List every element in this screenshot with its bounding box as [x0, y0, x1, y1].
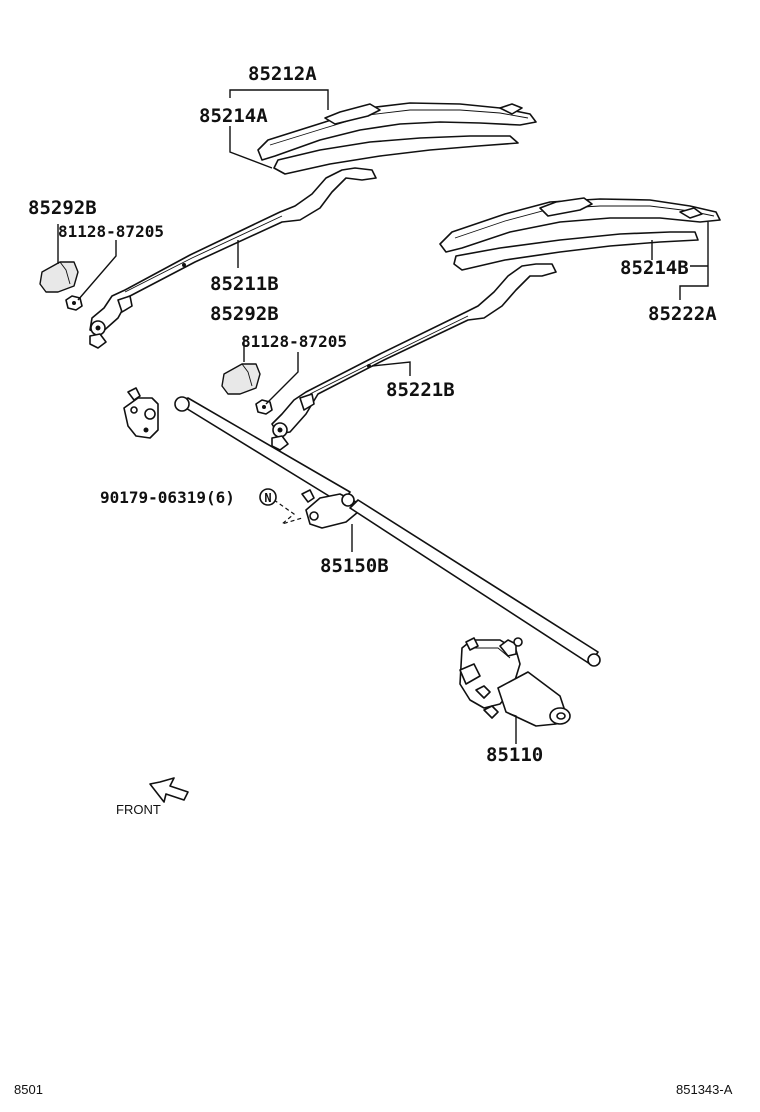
- bolt-symbol-letter: N: [264, 491, 271, 505]
- left-arm-cap: [39, 261, 79, 293]
- label-85222A: 85222A: [648, 303, 717, 325]
- label-85214B: 85214B: [620, 257, 689, 279]
- right-wiper-arm: [271, 263, 557, 451]
- label-85150B: 85150B: [320, 555, 389, 577]
- right-arm-cap: [221, 363, 261, 395]
- right-arm-nut: [255, 399, 273, 415]
- left-wiper-arm: [89, 167, 377, 349]
- label-85212A: 85212A: [248, 63, 317, 85]
- label-81128-87205-left: 81128-87205: [58, 222, 164, 241]
- label-85292B-left: 85292B: [28, 197, 97, 219]
- label-front: FRONT: [116, 802, 161, 817]
- label-85211B: 85211B: [210, 273, 279, 295]
- label-85110: 85110: [486, 744, 543, 766]
- label-90179-06319: 90179-06319(6): [100, 488, 235, 507]
- label-85221B: 85221B: [386, 379, 455, 401]
- label-81128-87205-right: 81128-87205: [241, 332, 347, 351]
- left-wiper-blade: [257, 102, 537, 175]
- label-85292B-right: 85292B: [210, 303, 279, 325]
- front-arrow-icon: [149, 777, 189, 803]
- label-85214A: 85214A: [199, 105, 268, 127]
- drawing-code: 851343-A: [676, 1082, 733, 1097]
- wiper-linkage: [123, 387, 601, 667]
- page-code: 8501: [14, 1082, 43, 1097]
- right-wiper-blade: [439, 197, 721, 271]
- wiper-motor: [459, 637, 571, 727]
- leader-lines: [57, 89, 709, 744]
- bolt-symbol: N: [259, 488, 277, 506]
